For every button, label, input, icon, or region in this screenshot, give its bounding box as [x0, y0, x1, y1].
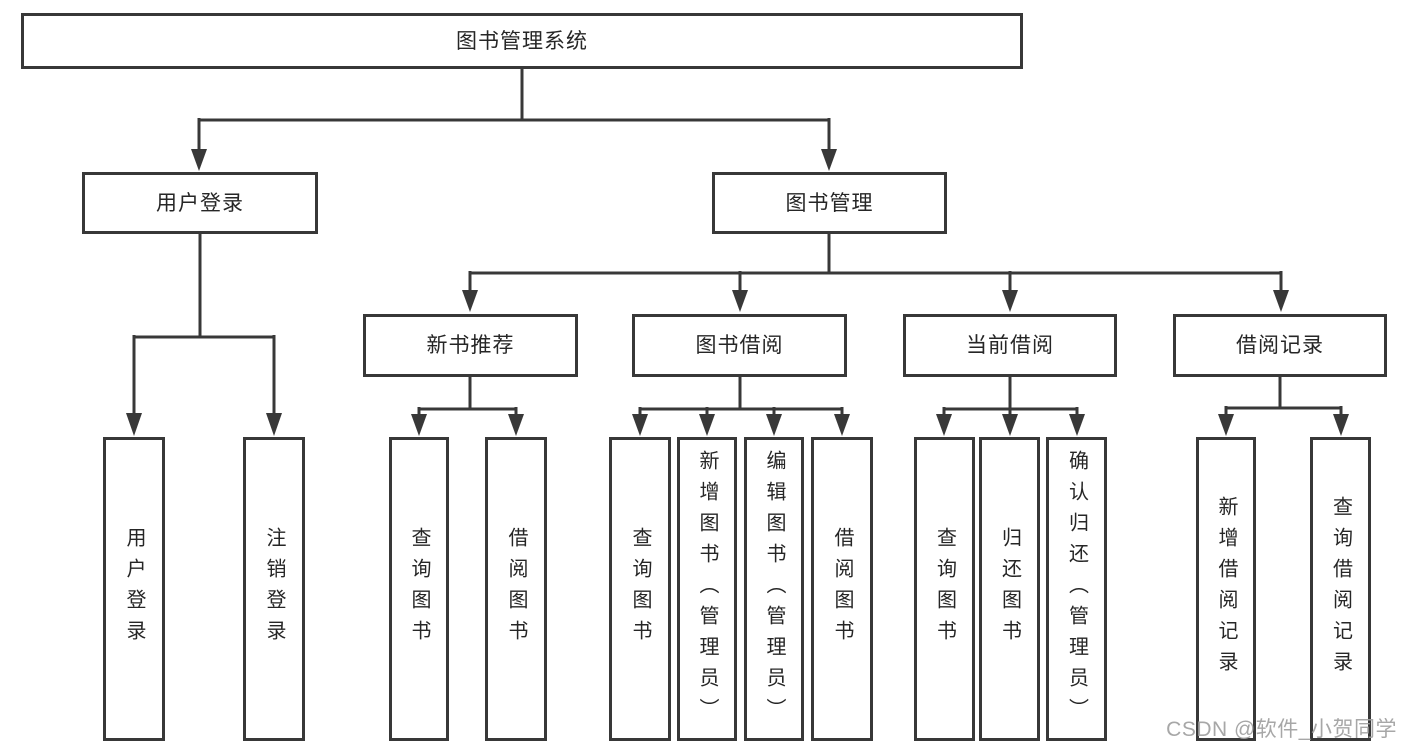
node-new-book-recommendation: 新书推荐 [363, 314, 578, 377]
leaf-edit-books-admin: 编辑图书（管理员） [744, 437, 804, 741]
arrowheads [126, 149, 1349, 436]
leaf-borrow-books-borrowing: 借阅图书 [811, 437, 873, 741]
leaf-query-borrow-record: 查询借阅记录 [1310, 437, 1371, 741]
node-book-management: 图书管理 [712, 172, 947, 234]
node-borrowing-records: 借阅记录 [1173, 314, 1387, 377]
node-book-borrowing: 图书借阅 [632, 314, 847, 377]
leaf-add-books-admin: 新增图书（管理员） [677, 437, 737, 741]
leaf-query-books-current: 查询图书 [914, 437, 975, 741]
leaf-confirm-return-admin: 确认归还（管理员） [1046, 437, 1107, 741]
leaf-logout: 注销登录 [243, 437, 305, 741]
leaf-user-login: 用户登录 [103, 437, 165, 741]
leaf-return-books: 归还图书 [979, 437, 1040, 741]
leaf-add-borrow-record: 新增借阅记录 [1196, 437, 1256, 741]
csdn-watermark: CSDN @软件_小贺同学 [1166, 718, 1397, 741]
node-root-system: 图书管理系统 [21, 13, 1023, 69]
leaf-query-books-recommendation: 查询图书 [389, 437, 449, 741]
node-current-borrowing: 当前借阅 [903, 314, 1117, 377]
leaf-borrow-books-recommendation: 借阅图书 [485, 437, 547, 741]
leaf-query-books-borrowing: 查询图书 [609, 437, 671, 741]
node-user-login: 用户登录 [82, 172, 318, 234]
